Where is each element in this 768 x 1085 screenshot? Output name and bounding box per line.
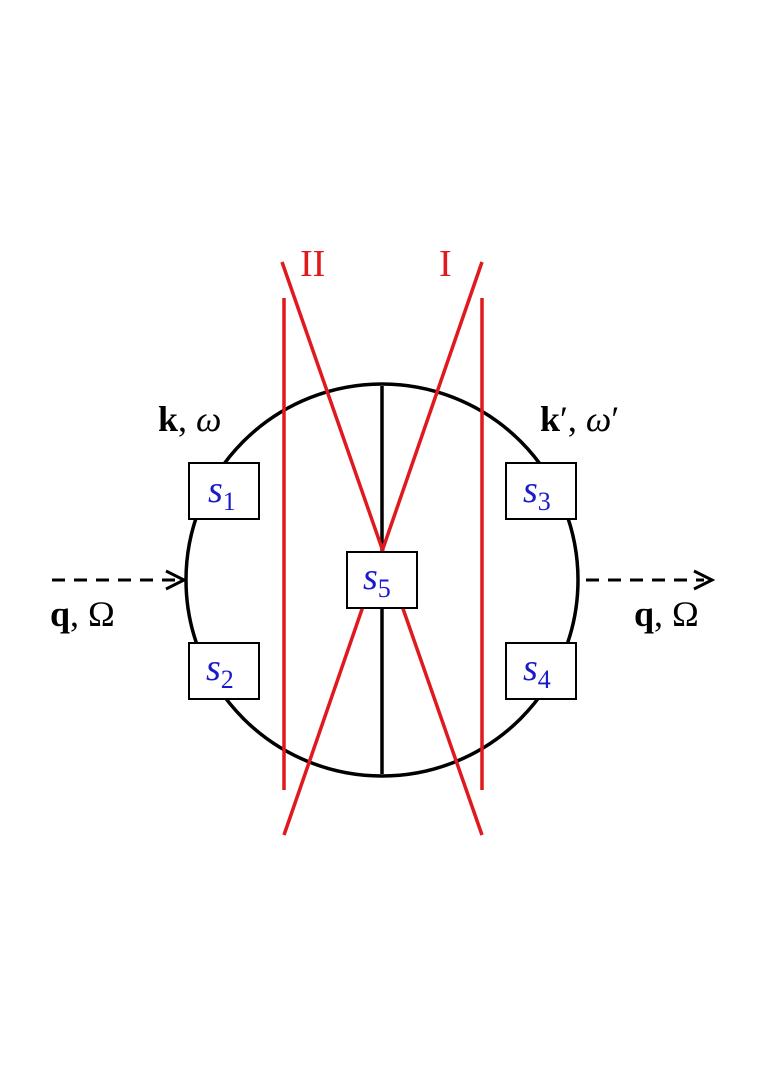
label-k-omega: k, ω bbox=[158, 399, 221, 439]
vertex-letter: s bbox=[208, 469, 223, 511]
cut-diagonal-i bbox=[282, 261, 484, 836]
label-kprime-omegaprime: k′, ω′ bbox=[540, 399, 619, 439]
vertex-box-s4: s4 bbox=[505, 642, 577, 700]
vertex-letter: s bbox=[206, 647, 221, 689]
vertex-subscript: 4 bbox=[538, 665, 551, 694]
cut-label-ii: II bbox=[300, 243, 325, 285]
vertex-box-s1: s1 bbox=[188, 462, 260, 520]
arrow-in-icon bbox=[165, 569, 188, 591]
vertex-subscript: 5 bbox=[378, 574, 391, 603]
vertex-box-s5: s5 bbox=[346, 551, 418, 609]
label-q-omega-out: q, Ω bbox=[634, 594, 699, 634]
vertex-box-s3: s3 bbox=[505, 462, 577, 520]
arrow-out-icon bbox=[693, 569, 716, 591]
vertex-subscript: 2 bbox=[221, 665, 234, 694]
vertex-subscript: 1 bbox=[223, 487, 236, 516]
vertex-letter: s bbox=[523, 469, 538, 511]
svg-text:s2: s2 bbox=[206, 647, 234, 694]
svg-text:s3: s3 bbox=[523, 469, 551, 516]
cut-label-i: I bbox=[439, 243, 452, 285]
svg-text:s1: s1 bbox=[208, 469, 236, 516]
vertex-box-s2: s2 bbox=[188, 642, 260, 700]
vertex-subscript: 3 bbox=[538, 487, 551, 516]
svg-text:s5: s5 bbox=[363, 556, 391, 603]
svg-text:s4: s4 bbox=[523, 647, 551, 694]
vertex-letter: s bbox=[523, 647, 538, 689]
vertex-letter: s bbox=[363, 556, 378, 598]
label-q-omega-in: q, Ω bbox=[50, 594, 115, 634]
